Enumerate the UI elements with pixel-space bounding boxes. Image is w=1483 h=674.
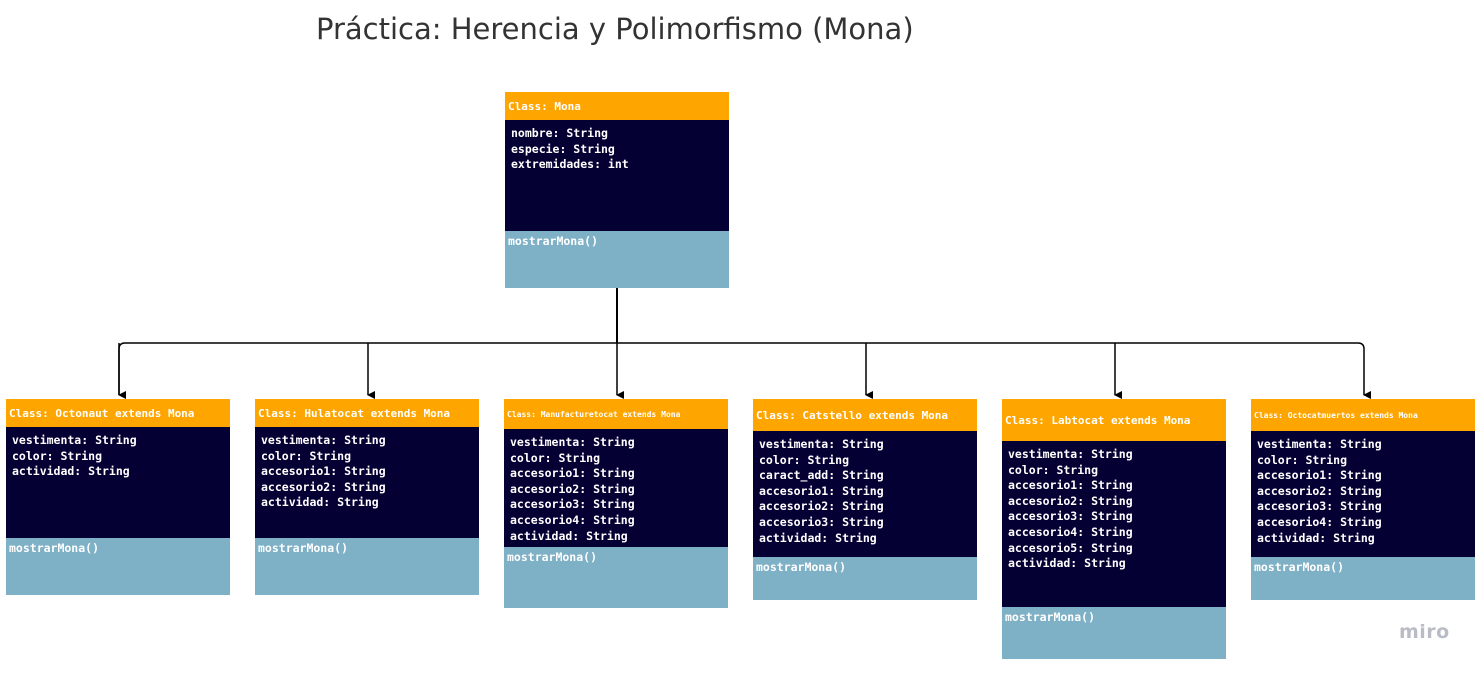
class-methods: mostrarMona(): [753, 557, 977, 600]
attribute: accesorio3: String: [1008, 509, 1133, 524]
method: mostrarMona(): [258, 541, 349, 555]
method: mostrarMona(): [507, 550, 598, 564]
method: mostrarMona(): [756, 560, 847, 574]
attribute: vestimenta: String: [759, 437, 884, 451]
class-methods: mostrarMona(): [504, 547, 728, 608]
attribute: color: String: [510, 450, 601, 465]
class-methods: mostrarMona(): [255, 538, 479, 595]
class-attributes: vestimenta: String color: String accesor…: [1002, 441, 1226, 607]
page-title: Práctica: Herencia y Polimorfismo (Mona): [316, 12, 914, 46]
class-methods: mostrarMona(): [1002, 607, 1226, 659]
attribute: accesorio2: String: [1008, 493, 1133, 508]
attribute: accesorio5: String: [1008, 540, 1133, 555]
attribute: caract_add: String: [759, 468, 884, 483]
attribute: accesorio1: String: [1257, 468, 1382, 483]
class-octocatmuertos[interactable]: Class: Octocatmuertos extends Mona vesti…: [1251, 399, 1475, 600]
attribute: accesorio4: String: [1257, 514, 1382, 529]
attribute: color: String: [1257, 452, 1348, 467]
class-methods: mostrarMona(): [1251, 557, 1475, 600]
class-attributes: vestimenta: String color: String accesor…: [1251, 431, 1475, 557]
class-attributes: vestimenta: String color: String accesor…: [504, 429, 728, 547]
class-octonaut[interactable]: Class: Octonaut extends Mona vestimenta:…: [6, 399, 230, 595]
class-header: Class: Catstello extends Mona: [753, 399, 977, 431]
class-header: Class: Hulatocat extends Mona: [255, 399, 479, 427]
class-catstello[interactable]: Class: Catstello extends Mona vestimenta…: [753, 399, 977, 600]
attribute: actividad: String: [1008, 556, 1126, 571]
attribute: accesorio2: String: [1257, 483, 1382, 498]
attribute: accesorio4: String: [510, 512, 635, 527]
method: mostrarMona(): [1254, 560, 1345, 574]
miro-logo: miro: [1399, 621, 1450, 643]
class-header: Class: Manufacturetocat extends Mona: [504, 399, 728, 429]
class-attributes: vestimenta: String color: String caract_…: [753, 431, 977, 557]
class-methods: mostrarMona(): [6, 538, 230, 595]
attribute: extremidades: int: [511, 157, 629, 172]
attribute: color: String: [12, 448, 103, 463]
class-header: Class: Octocatmuertos extends Mona: [1251, 399, 1475, 431]
attribute: actividad: String: [759, 530, 877, 545]
class-attributes: vestimenta: String color: String accesor…: [255, 427, 479, 538]
attribute: vestimenta: String: [12, 433, 137, 447]
method: mostrarMona(): [508, 234, 599, 248]
attribute: color: String: [759, 452, 850, 467]
attribute: nombre: String: [511, 126, 608, 140]
branch-line: [118, 342, 1371, 399]
attribute: vestimenta: String: [261, 433, 386, 447]
attribute: actividad: String: [261, 495, 379, 510]
attribute: accesorio2: String: [510, 481, 635, 496]
attribute: accesorio1: String: [510, 466, 635, 481]
class-methods: mostrarMona(): [505, 231, 729, 288]
attribute: accesorio4: String: [1008, 524, 1133, 539]
class-labtocat[interactable]: Class: Labtocat extends Mona vestimenta:…: [1002, 399, 1226, 659]
class-attributes: vestimenta: String color: String activid…: [6, 427, 230, 538]
attribute: accesorio1: String: [759, 483, 884, 498]
method: mostrarMona(): [9, 541, 100, 555]
attribute: accesorio3: String: [510, 497, 635, 512]
attribute: accesorio1: String: [261, 464, 386, 479]
class-header: Class: Mona: [505, 92, 729, 120]
attribute: especie: String: [511, 141, 615, 156]
attribute: actividad: String: [1257, 530, 1375, 545]
attribute: accesorio3: String: [759, 514, 884, 529]
attribute: accesorio1: String: [1008, 478, 1133, 493]
method: mostrarMona(): [1005, 610, 1096, 624]
attribute: vestimenta: String: [1008, 447, 1133, 461]
attribute: actividad: String: [12, 464, 130, 479]
attribute: color: String: [1008, 462, 1099, 477]
class-attributes: nombre: String especie: String extremida…: [505, 120, 729, 231]
attribute: accesorio3: String: [1257, 499, 1382, 514]
attribute: accesorio2: String: [759, 499, 884, 514]
attribute: color: String: [261, 448, 352, 463]
class-header: Class: Labtocat extends Mona: [1002, 399, 1226, 441]
attribute: vestimenta: String: [1257, 437, 1382, 451]
class-manufacturetocat[interactable]: Class: Manufacturetocat extends Mona ves…: [504, 399, 728, 608]
class-hulatocat[interactable]: Class: Hulatocat extends Mona vestimenta…: [255, 399, 479, 595]
class-mona[interactable]: Class: Mona nombre: String especie: Stri…: [505, 92, 729, 288]
attribute: vestimenta: String: [510, 435, 635, 449]
attribute: actividad: String: [510, 528, 628, 543]
attribute: accesorio2: String: [261, 479, 386, 494]
class-header: Class: Octonaut extends Mona: [6, 399, 230, 427]
